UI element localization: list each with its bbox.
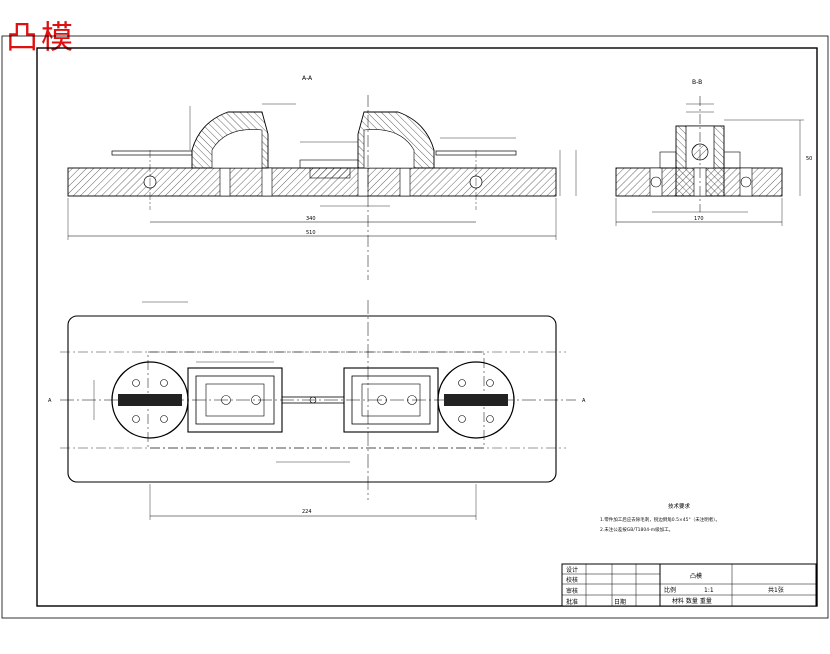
- section-bb-label: B-B: [692, 79, 702, 86]
- outer-frame: [1, 35, 829, 619]
- section-bb-view: B-B 170 50: [615, 79, 812, 226]
- tb-scale-label: 比例: [664, 586, 676, 594]
- tech-requirements-title: 技术要求: [668, 502, 691, 510]
- plan-view: A A 224: [48, 300, 586, 520]
- tb-material: 材料 数量 重量: [672, 597, 712, 605]
- svg-text:A: A: [48, 398, 52, 404]
- svg-text:50: 50: [806, 156, 812, 162]
- tb-scale-value: 1:1: [704, 587, 714, 594]
- tb-designer: 设计: [566, 566, 578, 574]
- tb-sheet: 共1张: [768, 586, 784, 594]
- svg-text:340: 340: [306, 216, 316, 222]
- technical-requirements: 技术要求 1.零件加工后应去除毛刺，锐边倒角0.5×45°（未注明者）。 2.未…: [600, 502, 720, 533]
- tech-requirement-line-2: 2.未注公差按GB/T1804-m级加工。: [600, 526, 673, 533]
- inner-frame: [36, 47, 818, 607]
- title-block: 设计 校核 审核 批准 日期 凸模 比例 1:1 共1张 材料 数量 重量: [561, 563, 817, 607]
- svg-text:224: 224: [302, 509, 312, 515]
- svg-text:510: 510: [306, 230, 316, 236]
- tb-part-name: 凸模: [690, 572, 702, 580]
- tb-date: 日期: [614, 598, 626, 606]
- tb-checker: 校核: [566, 576, 578, 584]
- tech-requirement-line-1: 1.零件加工后应去除毛刺，锐边倒角0.5×45°（未注明者）。: [600, 516, 720, 523]
- tb-reviewer: 审核: [566, 587, 578, 595]
- section-aa-view: A-A 510 340: [67, 75, 577, 280]
- svg-text:170: 170: [694, 216, 704, 222]
- section-aa-label: A-A: [302, 75, 313, 82]
- svg-text:A: A: [582, 398, 586, 404]
- tb-approver: 批准: [566, 598, 578, 606]
